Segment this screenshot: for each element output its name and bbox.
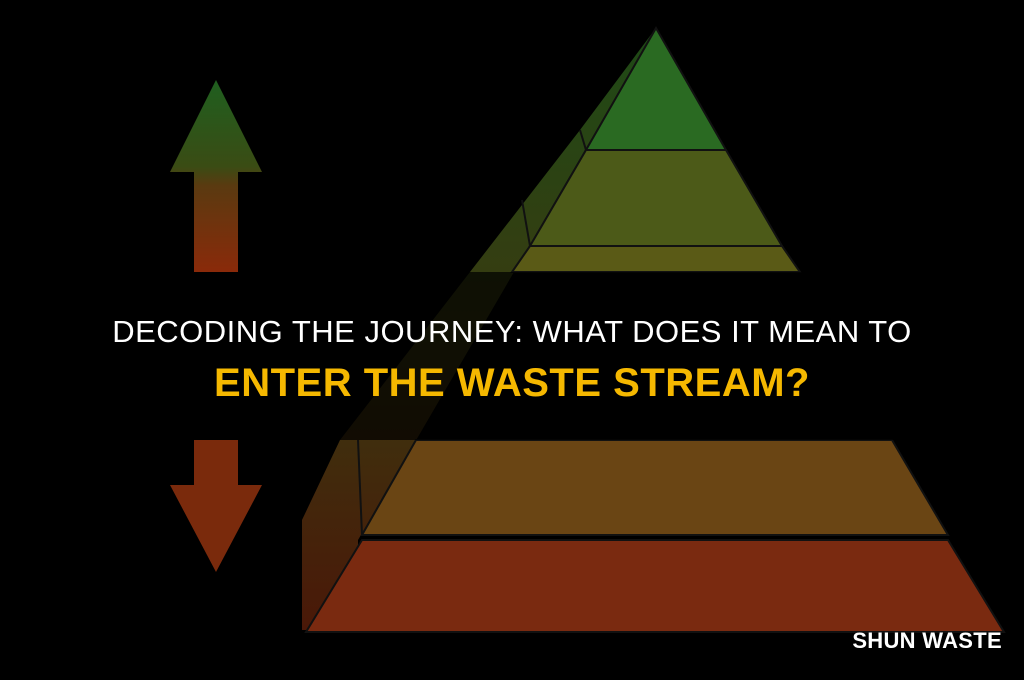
title-line-1: DECODING THE JOURNEY: WHAT DOES IT MEAN … xyxy=(112,314,912,349)
double-headed-arrow-icon xyxy=(170,80,262,572)
page-title: DECODING THE JOURNEY: WHAT DOES IT MEAN … xyxy=(0,312,1024,410)
pyramid-icon xyxy=(302,25,1006,633)
title-band xyxy=(0,272,1024,440)
site-watermark: SHUN WASTE xyxy=(852,628,1002,653)
title-line-2: ENTER THE WASTE STREAM? xyxy=(214,361,810,405)
